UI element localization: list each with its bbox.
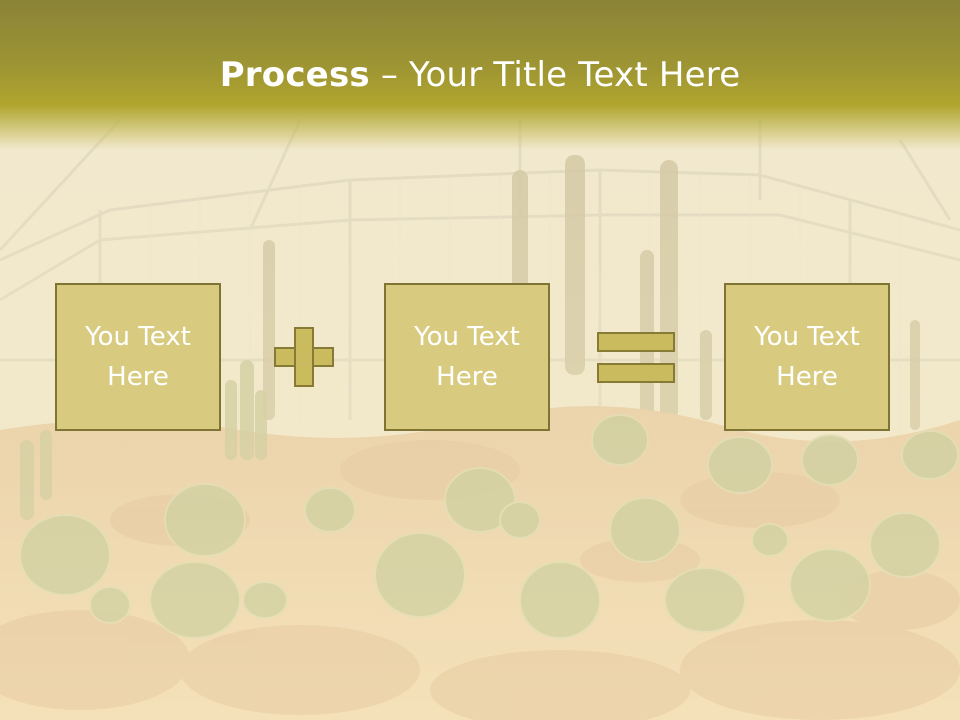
title-band [0, 0, 960, 150]
process-box-2[interactable]: You Text Here [384, 283, 550, 431]
process-box-1[interactable]: You Text Here [55, 283, 221, 431]
slide-title: Process – Your Title Text Here [0, 52, 960, 98]
plus-icon [274, 327, 334, 387]
slide-title-bold: Process [219, 55, 370, 95]
process-box-3-text: You Text Here [754, 322, 860, 392]
equals-icon [597, 332, 675, 384]
process-box-2-text: You Text Here [414, 322, 520, 392]
slide-title-rest: – Your Title Text Here [369, 55, 741, 95]
process-box-1-text: You Text Here [85, 322, 191, 392]
process-box-3[interactable]: You Text Here [724, 283, 890, 431]
